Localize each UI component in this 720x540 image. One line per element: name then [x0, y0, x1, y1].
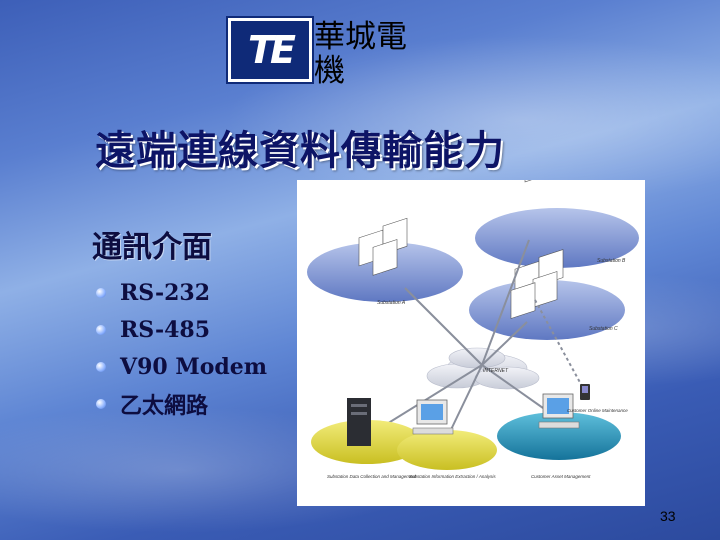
substation-a-disc: [307, 242, 463, 302]
bullet-icon: [96, 398, 106, 409]
slide-title: 遠端連線資料傳輸能力: [95, 128, 505, 174]
pda-icon: [580, 384, 590, 400]
list-item: RS-232: [96, 274, 267, 311]
label-asset-management: Customer Asset Management: [531, 474, 591, 479]
network-diagram-svg: Substation B Substation A Substation C I…: [307, 180, 639, 479]
server-icon: [347, 398, 371, 446]
asset-management-disc: [497, 412, 621, 460]
computer-icon: [538, 393, 580, 429]
list-item-text: V90 Modem: [120, 353, 268, 380]
label-internet: INTERNET: [483, 368, 509, 374]
equipment-cabinets-c: [510, 249, 564, 319]
company-logo: TE: [228, 18, 312, 82]
information-analysis-disc: [397, 430, 497, 470]
label-substation-c: Substation C: [589, 326, 618, 332]
label-substation-a: Substation A: [377, 300, 406, 306]
bullet-icon: [96, 361, 106, 372]
label-information-analysis: Substation Information Extraction / Anal…: [409, 474, 496, 479]
list-item-text: RS-485: [120, 316, 211, 343]
company-name-line2: 機: [314, 53, 345, 90]
section-title: 通訊介面: [92, 230, 212, 265]
interface-list: RS-232 RS-485 V90 Modem 乙太網路: [96, 274, 267, 422]
list-item-text: RS-232: [120, 279, 211, 306]
list-item-text: 乙太網路: [120, 392, 209, 419]
computer-icon: [412, 399, 454, 435]
connection-arrows: [376, 239, 584, 439]
slide-number: 33: [660, 508, 676, 524]
label-online-maintenance: Customer Online Maintenance: [567, 408, 628, 413]
substation-b-disc: [475, 208, 639, 268]
list-item: V90 Modem: [96, 348, 267, 385]
label-substation-b: Substation B: [597, 258, 626, 264]
equipment-cabinets-a: [358, 217, 408, 276]
network-diagram: Substation B Substation A Substation C I…: [297, 180, 645, 506]
equipment-cabinets-b: [524, 180, 550, 183]
logo-text: TE: [248, 28, 296, 72]
list-item: 乙太網路: [96, 385, 267, 422]
bullet-icon: [96, 324, 106, 335]
company-name: 華城電 機: [314, 20, 444, 88]
label-data-collection: Substation Data Collection and Managemen…: [327, 474, 417, 479]
company-name-line1: 華城電: [314, 19, 407, 55]
list-item: RS-485: [96, 311, 267, 348]
bullet-icon: [96, 287, 106, 298]
